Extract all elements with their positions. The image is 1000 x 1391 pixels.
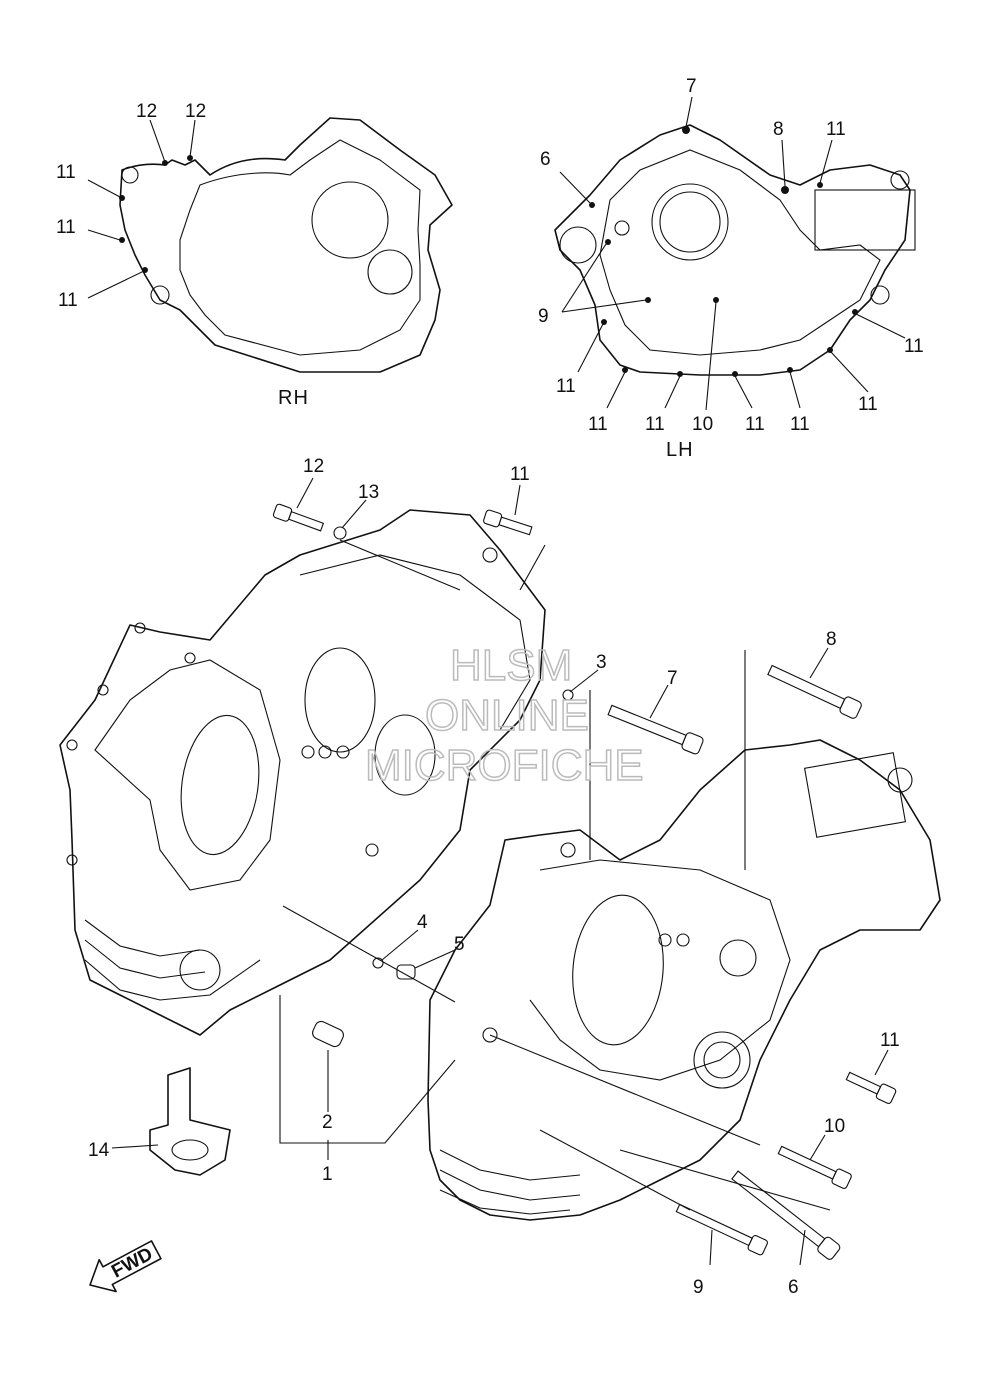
callout-lh-9: 9 [538, 306, 549, 327]
callout-m-1: 1 [322, 1164, 333, 1185]
lh-bore-circle [651, 183, 729, 261]
callouts: 12 12 11 11 11 7 8 11 6 9 11 11 11 11 11… [56, 76, 924, 1298]
callout-m-8: 8 [826, 629, 837, 650]
callout-lh-11b1: 11 [588, 414, 608, 435]
watermark: HLSM ONLINE MICROFICHE [364, 640, 644, 791]
callout-lh-11b4: 11 [790, 414, 810, 435]
bolt-10 [777, 1145, 852, 1189]
callout-m-5: 5 [454, 934, 465, 955]
callout-m-14: 14 [88, 1140, 110, 1161]
callout-lh-11b2: 11 [645, 414, 665, 435]
bolt-7 [607, 704, 704, 755]
caption-rh: RH [278, 387, 309, 409]
washer-13 [333, 526, 347, 540]
crankcase-right-half [427, 739, 941, 1221]
callout-lh-11top: 11 [826, 119, 846, 140]
main-leaders [111, 477, 889, 1266]
dowel-2 [312, 1020, 344, 1048]
lh-side-box [814, 189, 916, 251]
callout-lh-11r1: 11 [904, 336, 924, 357]
fasteners [149, 503, 897, 1260]
callout-m-11top: 11 [510, 464, 530, 485]
callout-rh-11c: 11 [58, 290, 78, 311]
callout-m-3: 3 [596, 652, 607, 673]
bolt-11-right [845, 1071, 897, 1104]
callout-m-4: 4 [417, 912, 428, 933]
o-ring-4 [372, 957, 384, 969]
callout-rh-11a: 11 [56, 162, 76, 183]
fwd-label: FWD [108, 1244, 156, 1283]
callout-m-7: 7 [667, 668, 678, 689]
callout-m-11r: 11 [880, 1030, 900, 1051]
callout-lh-11l: 11 [556, 376, 576, 397]
svg-text:MICROFICHE: MICROFICHE [365, 741, 644, 790]
callout-rh-11b: 11 [56, 217, 76, 238]
rh-gasket [87, 117, 453, 373]
bore-circle-small [367, 249, 413, 295]
strainer-14 [149, 1067, 231, 1176]
lh-gasket [554, 96, 916, 411]
callout-m-12: 12 [303, 456, 324, 477]
callout-m-2: 2 [322, 1112, 333, 1133]
callout-lh-11b3: 11 [745, 414, 765, 435]
o-ring-3 [562, 689, 574, 701]
callout-m-9: 9 [693, 1277, 704, 1298]
crankcase-left-half [59, 509, 546, 1036]
svg-text:ONLINE: ONLINE [425, 691, 589, 740]
callout-lh-11r2: 11 [858, 394, 878, 415]
dowel-5 [396, 964, 416, 980]
callout-rh-12b: 12 [185, 101, 206, 122]
bolt-8 [767, 664, 862, 719]
callout-lh-6: 6 [540, 149, 551, 170]
callout-m-6: 6 [788, 1277, 799, 1298]
callout-lh-10: 10 [692, 414, 713, 435]
bolt-6 [731, 1170, 841, 1260]
caption-lh: LH [666, 439, 694, 461]
bolt-11-top [483, 509, 533, 536]
callout-lh-8: 8 [773, 119, 784, 140]
callout-rh-12a: 12 [136, 101, 157, 122]
callout-m-13: 13 [358, 482, 379, 503]
bore-circle-large [311, 181, 389, 259]
fwd-arrow: FWD [89, 1240, 162, 1293]
callout-lh-7: 7 [686, 76, 697, 97]
bolt-9 [675, 1203, 768, 1256]
callout-m-10: 10 [824, 1116, 845, 1137]
bolt-12 [272, 503, 325, 532]
svg-text:HLSM: HLSM [450, 641, 572, 690]
